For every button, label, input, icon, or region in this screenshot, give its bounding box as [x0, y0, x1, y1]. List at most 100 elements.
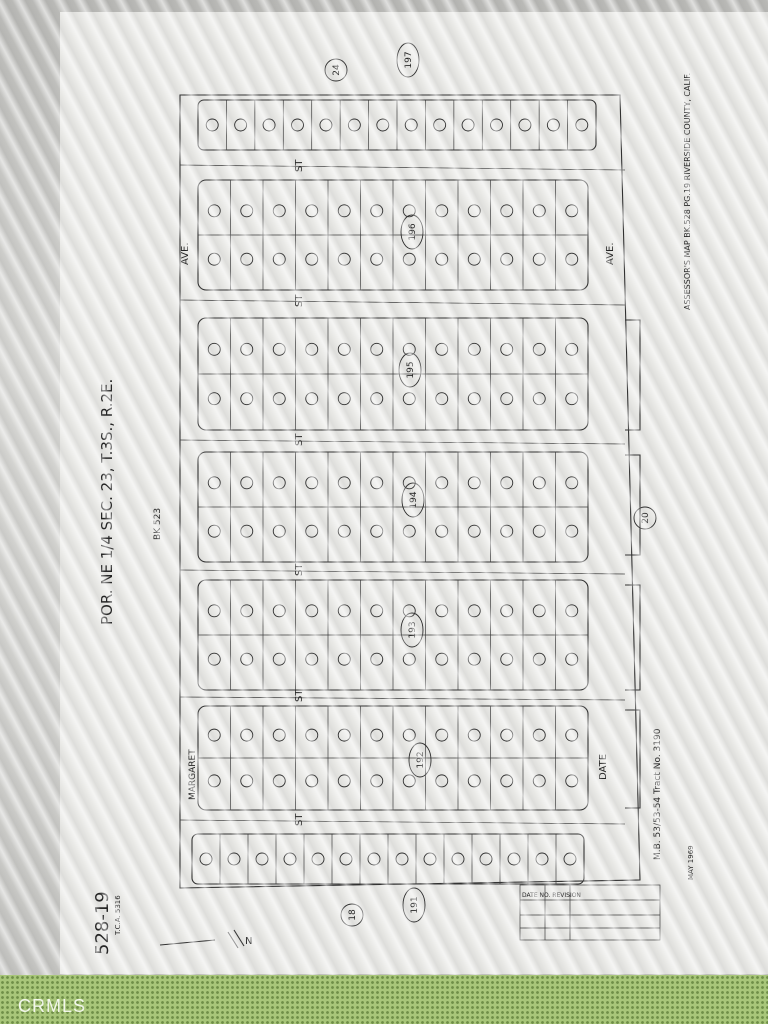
side-marker-number: 24 — [332, 64, 342, 76]
block-number: 197 — [404, 51, 414, 68]
street-ave-right: AVE. — [605, 242, 616, 265]
lot-marker — [199, 852, 213, 866]
lot-marker — [479, 852, 493, 866]
lot-marker — [305, 652, 319, 666]
street-date: DATE — [598, 754, 609, 780]
tract-note: M.B. 53/53-54 Tract No. 3190 — [653, 728, 663, 860]
block-number: 196 — [408, 223, 418, 240]
lot-marker — [467, 342, 481, 356]
lot-marker — [207, 342, 221, 356]
lot-marker — [532, 774, 546, 788]
lot-marker — [435, 728, 449, 742]
lot-marker — [337, 476, 351, 490]
block-number: 195 — [406, 361, 416, 378]
lot-marker — [370, 476, 384, 490]
lot-marker — [205, 118, 219, 132]
lot-marker — [370, 392, 384, 406]
lot-marker — [395, 852, 409, 866]
lot-marker — [207, 252, 221, 266]
lot-marker — [207, 604, 221, 618]
lot-marker — [435, 476, 449, 490]
lot-marker — [402, 774, 416, 788]
street-line — [179, 696, 626, 701]
lot-marker — [500, 604, 514, 618]
lot-marker — [500, 476, 514, 490]
lot-marker — [461, 118, 475, 132]
lot-marker — [433, 118, 447, 132]
lot-marker — [565, 774, 579, 788]
lot-marker — [272, 728, 286, 742]
lot-marker — [240, 476, 254, 490]
lot-marker — [565, 524, 579, 538]
lot-marker — [402, 652, 416, 666]
lot-marker — [272, 392, 286, 406]
lot-marker — [207, 728, 221, 742]
lot-marker — [227, 852, 241, 866]
assessor-note: ASSESSOR'S MAP BK.528 PG.19 RIVERSIDE CO… — [683, 73, 692, 310]
street-label-st: ST — [294, 294, 305, 307]
lot-marker — [240, 204, 254, 218]
lot-marker — [435, 604, 449, 618]
lot-marker — [240, 652, 254, 666]
lot-marker — [305, 342, 319, 356]
street-label-st: ST — [294, 563, 305, 576]
lot-marker — [234, 118, 248, 132]
lot-marker — [240, 252, 254, 266]
lot-marker — [532, 476, 546, 490]
street-line — [179, 439, 626, 445]
lot-marker — [272, 476, 286, 490]
lot-marker — [451, 852, 465, 866]
block-group — [197, 100, 589, 884]
lot-marker — [563, 852, 577, 866]
lot-marker — [207, 524, 221, 538]
lot-marker — [402, 392, 416, 406]
lot-marker — [305, 774, 319, 788]
watermark: CRMLS — [18, 996, 87, 1016]
lot-marker — [500, 252, 514, 266]
lot-marker — [518, 118, 532, 132]
lot-marker — [370, 728, 384, 742]
lot-marker — [305, 604, 319, 618]
block-number: 193 — [408, 621, 418, 638]
lot-marker — [305, 476, 319, 490]
lot-marker — [404, 118, 418, 132]
lot-marker — [370, 204, 384, 218]
lot-marker — [240, 728, 254, 742]
lot-marker — [507, 852, 521, 866]
lot-marker — [291, 118, 304, 132]
lot-marker — [490, 118, 503, 132]
lot-marker — [565, 652, 579, 666]
plat-map: DATE NO. REVISION N POR. NE 1/4 SEC. 23,… — [92, 42, 695, 955]
lot-marker — [370, 342, 384, 356]
lot-marker — [500, 392, 514, 406]
lot-marker — [423, 852, 437, 866]
lot-marker — [500, 342, 514, 356]
lot-marker — [565, 476, 579, 490]
lot-marker — [370, 252, 384, 266]
lot-marker — [435, 652, 449, 666]
lot-marker — [207, 392, 221, 406]
header-title: POR. NE 1/4 SEC. 23, T.3S., R.2E. — [98, 379, 116, 625]
lot-marker — [337, 728, 351, 742]
lot-marker — [337, 524, 351, 538]
lot-marker — [311, 852, 325, 866]
book-ref: BK 523 — [153, 508, 163, 540]
lot-marker — [240, 392, 254, 406]
block-number: 194 — [409, 491, 419, 508]
lot-marker — [500, 652, 514, 666]
legend-label: DATE NO. REVISION — [522, 892, 581, 899]
side-marker-number: 20 — [641, 512, 651, 524]
lot-marker — [305, 524, 319, 538]
lot-marker — [467, 392, 481, 406]
lot-marker — [272, 524, 286, 538]
lot-marker — [376, 118, 390, 132]
lot-marker — [339, 852, 353, 866]
date-stamp: MAY 1969 — [687, 845, 695, 880]
lot-marker — [370, 774, 384, 788]
street-label-st: ST — [294, 813, 305, 826]
lot-marker — [240, 604, 254, 618]
lot-marker — [337, 652, 351, 666]
lot-marker — [500, 524, 514, 538]
lot-marker — [565, 204, 579, 218]
lot-marker — [546, 118, 560, 132]
